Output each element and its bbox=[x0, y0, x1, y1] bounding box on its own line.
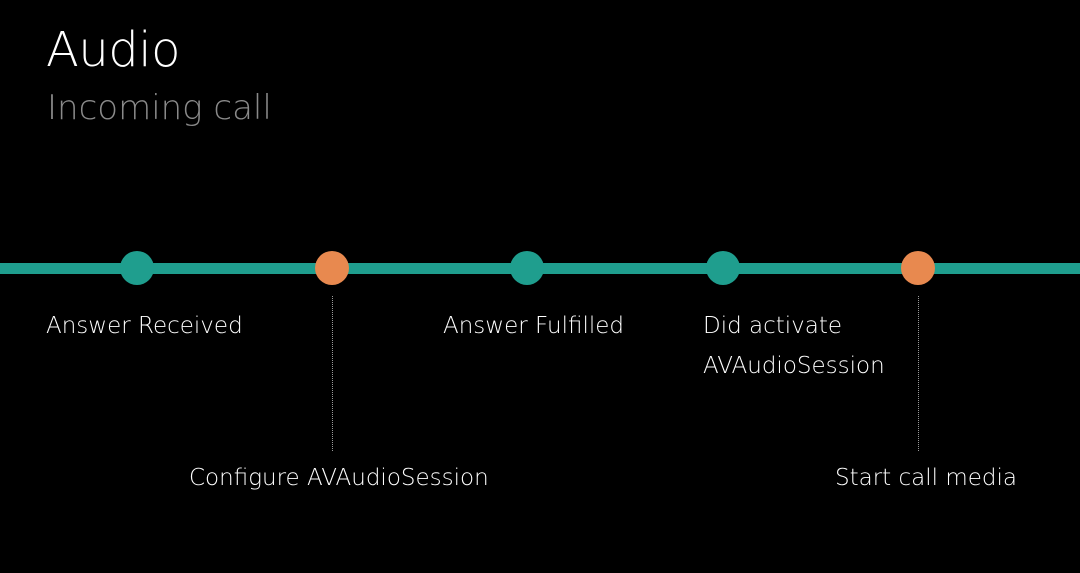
event-label-line: Start call media bbox=[835, 465, 1017, 491]
event-node-start-media bbox=[901, 251, 935, 285]
event-node-answer-fulfilled bbox=[510, 251, 544, 285]
event-label-line: Answer Fulfilled bbox=[443, 313, 624, 339]
event-node-answer-received bbox=[120, 251, 154, 285]
event-label-line: Did activate bbox=[703, 313, 843, 339]
event-node-configure-av bbox=[315, 251, 349, 285]
slide-subtitle: Incoming call bbox=[47, 88, 272, 128]
event-label-line: Configure AVAudioSession bbox=[189, 465, 489, 491]
event-node-did-activate bbox=[706, 251, 740, 285]
slide-title: Audio bbox=[46, 22, 180, 78]
event-connector-configure-av bbox=[332, 296, 333, 451]
event-label-did-activate: Did activate AVAudioSession bbox=[703, 306, 885, 386]
event-label-line: Answer Received bbox=[46, 313, 243, 339]
event-label-start-media: Start call media bbox=[835, 458, 1017, 498]
event-label-line: AVAudioSession bbox=[703, 353, 885, 379]
event-label-configure-av: Configure AVAudioSession bbox=[189, 458, 489, 498]
event-connector-start-media bbox=[918, 296, 919, 451]
event-label-answer-received: Answer Received bbox=[46, 306, 243, 346]
event-label-answer-fulfilled: Answer Fulfilled bbox=[443, 306, 624, 346]
